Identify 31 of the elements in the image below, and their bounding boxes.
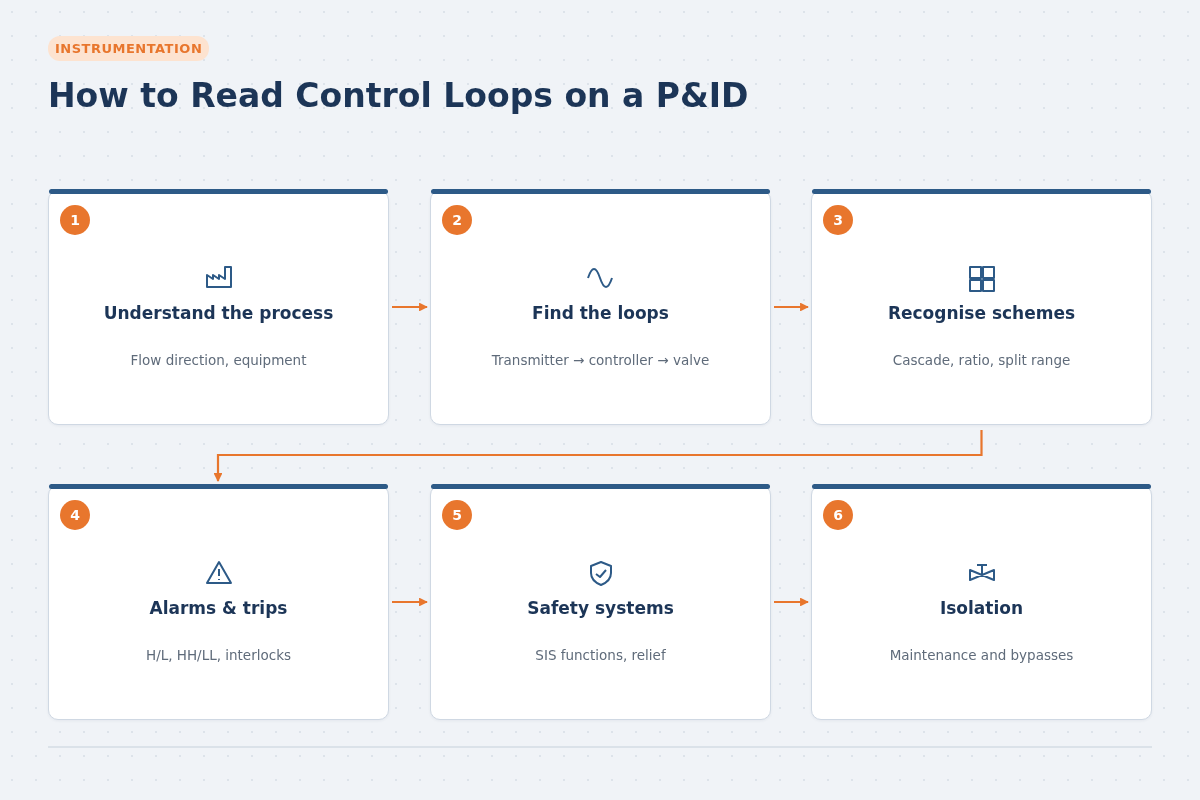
step-number: 6 xyxy=(823,500,853,530)
step-number: 1 xyxy=(60,205,90,235)
step-description: Transmitter → controller → valve xyxy=(490,352,711,368)
step-card xyxy=(811,485,1152,720)
step-description: H/L, HH/LL, interlocks xyxy=(145,647,292,663)
flow-arrow xyxy=(213,430,983,482)
flow-arrow xyxy=(774,597,809,607)
step-number: 5 xyxy=(442,500,472,530)
step-title: Safety systems xyxy=(526,598,675,618)
step-title: Alarms & trips xyxy=(148,598,289,618)
flow-arrow xyxy=(392,302,428,312)
step-title: Understand the process xyxy=(102,303,335,323)
step-card xyxy=(48,190,389,425)
step-number: 3 xyxy=(823,205,853,235)
step-description: SIS functions, relief xyxy=(534,647,667,663)
page-title: How to Read Control Loops on a P&ID xyxy=(48,76,749,115)
flow-arrow xyxy=(774,302,809,312)
category-tag: INSTRUMENTATION xyxy=(48,36,210,61)
step-title: Recognise schemes xyxy=(886,303,1077,323)
step-card xyxy=(811,190,1152,425)
step-number: 2 xyxy=(442,205,472,235)
step-number: 4 xyxy=(60,500,90,530)
step-title: Find the loops xyxy=(531,303,670,323)
step-card xyxy=(430,190,771,425)
step-card xyxy=(430,485,771,720)
step-description: Flow direction, equipment xyxy=(129,352,308,368)
step-description: Cascade, ratio, split range xyxy=(891,352,1072,368)
step-title: Isolation xyxy=(938,598,1025,618)
flow-arrow xyxy=(392,597,428,607)
step-description: Maintenance and bypasses xyxy=(888,647,1075,663)
step-card xyxy=(48,485,389,720)
